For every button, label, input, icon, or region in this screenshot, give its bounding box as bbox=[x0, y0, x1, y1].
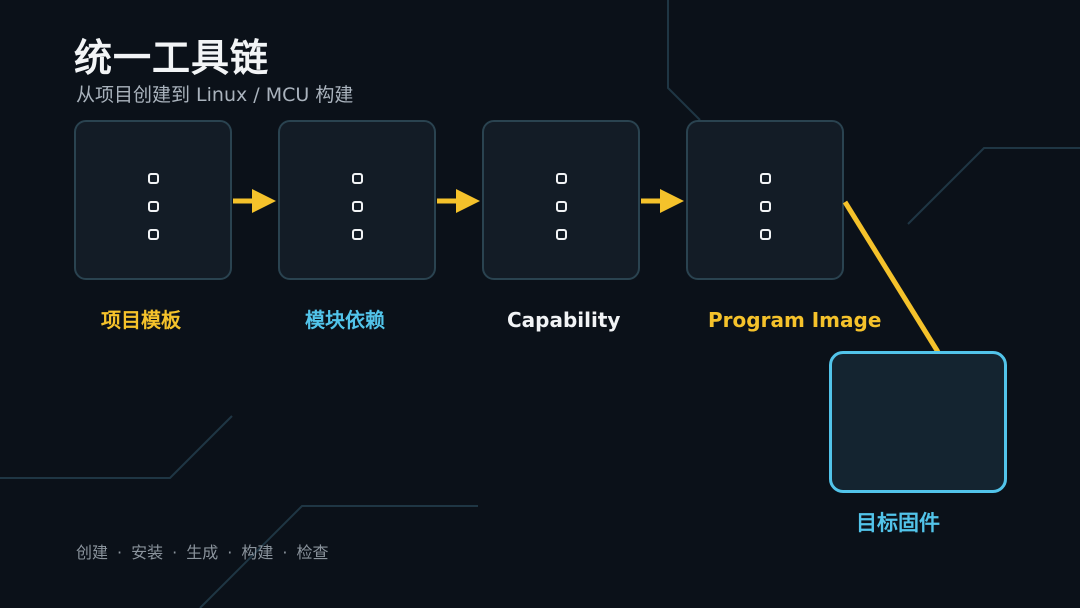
deco-line bbox=[0, 415, 233, 479]
step-check: 检查 bbox=[296, 543, 329, 562]
more-vertical-icon bbox=[556, 173, 570, 257]
more-vertical-icon bbox=[760, 173, 774, 257]
deco-line bbox=[667, 0, 701, 121]
label-capability: Capability bbox=[507, 308, 621, 332]
step-install: 安装 bbox=[131, 543, 164, 562]
step-separator: · bbox=[282, 543, 288, 562]
label-project-template: 项目模板 bbox=[101, 308, 181, 332]
target-firmware-box bbox=[829, 351, 1007, 493]
step-build: 构建 bbox=[241, 543, 274, 562]
target-firmware-label: 目标固件 bbox=[856, 511, 940, 535]
step-generate: 生成 bbox=[186, 543, 219, 562]
label-module-dependency: 模块依赖 bbox=[305, 308, 385, 332]
step-separator: · bbox=[172, 543, 178, 562]
page-title: 统一工具链 bbox=[74, 36, 270, 80]
step-separator: · bbox=[227, 543, 233, 562]
step-create: 创建 bbox=[76, 543, 109, 562]
node-module-dependency bbox=[278, 120, 436, 280]
node-program-image bbox=[686, 120, 844, 280]
node-capability bbox=[482, 120, 640, 280]
more-vertical-icon bbox=[352, 173, 366, 257]
step-separator: · bbox=[117, 543, 123, 562]
deco-line bbox=[199, 505, 478, 608]
node-project-template bbox=[74, 120, 232, 280]
step-list: 创建 · 安装 · 生成 · 构建 · 检查 bbox=[76, 542, 328, 564]
label-program-image: Program Image bbox=[708, 308, 882, 332]
deco-line bbox=[907, 147, 1080, 225]
page-subtitle: 从项目创建到 Linux / MCU 构建 bbox=[76, 84, 354, 106]
more-vertical-icon bbox=[148, 173, 162, 257]
